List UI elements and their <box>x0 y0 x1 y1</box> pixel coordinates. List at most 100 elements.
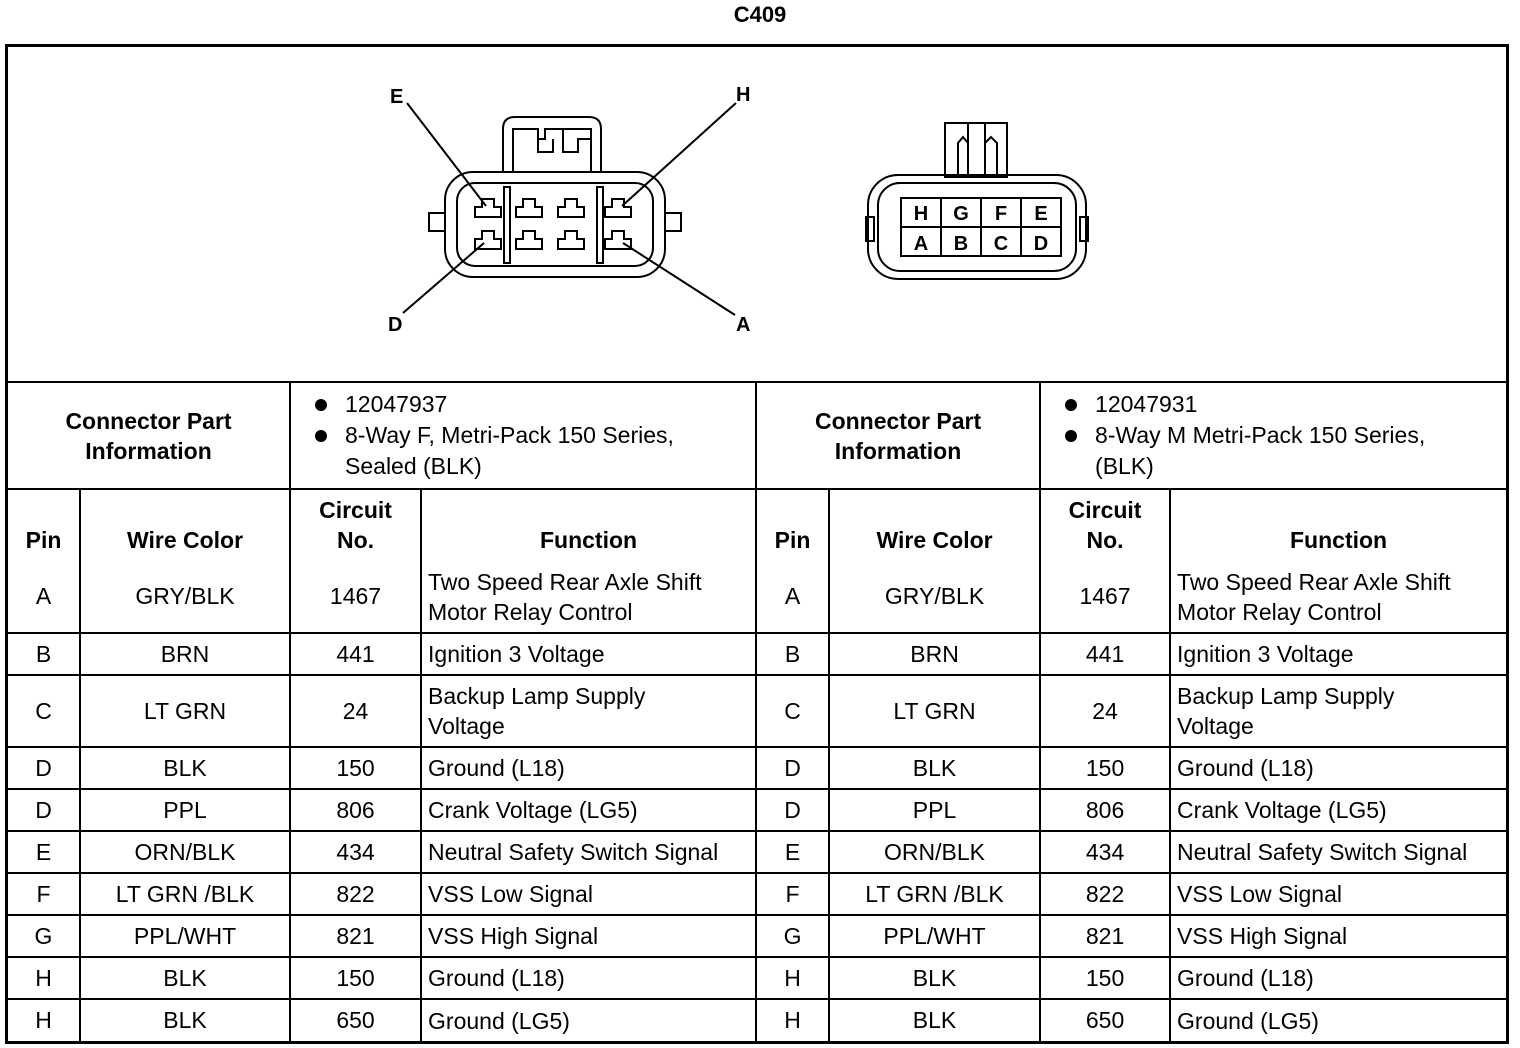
cell-wire-color: PPL/WHT <box>828 914 1042 958</box>
cell-wire-color: BLK <box>828 998 1042 1041</box>
right-connector-drawing <box>865 122 1089 280</box>
cell-pin: G <box>8 914 81 958</box>
pinout-table: Connector Part Information 12047937 8-Wa… <box>8 383 1507 1041</box>
cell-pin: B <box>755 632 831 676</box>
header-function: Function <box>1169 488 1507 561</box>
connector-frame: E H D A <box>5 44 1509 1044</box>
header-pin: Pin <box>8 488 81 561</box>
cell-pin: D <box>8 788 81 832</box>
cell-wire-color: BLK <box>828 956 1042 1000</box>
cell-wire-color: BRN <box>78 632 292 676</box>
pin-label-h: H <box>914 203 928 225</box>
cell-function: Crank Voltage (LG5) <box>1169 788 1507 832</box>
cell-function: VSS High Signal <box>420 914 758 958</box>
cell-pin: D <box>755 788 831 832</box>
cell-wire-color: BLK <box>78 956 292 1000</box>
cell-circuit: 434 <box>1039 830 1172 874</box>
header-wire-color: Wire Color <box>78 488 292 561</box>
cell-function: Ground (LG5) <box>420 998 758 1041</box>
callout-top-right: H <box>736 84 750 106</box>
part-number-right: 12047931 <box>1047 389 1500 420</box>
cell-pin: H <box>8 998 81 1041</box>
part-desc-right: 8-Way M Metri-Pack 150 Series,(BLK) <box>1047 420 1500 482</box>
cell-wire-color: GRY/BLK <box>78 561 292 634</box>
cell-function: Crank Voltage (LG5) <box>420 788 758 832</box>
cell-wire-color: LT GRN <box>78 674 292 748</box>
cell-pin: C <box>755 674 831 748</box>
cell-pin: H <box>8 956 81 1000</box>
pin-label-c: C <box>994 233 1008 255</box>
header-pin: Pin <box>755 488 831 561</box>
cell-function: Ground (L18) <box>1169 956 1507 1000</box>
cell-pin: G <box>755 914 831 958</box>
cell-wire-color: PPL <box>828 788 1042 832</box>
cell-wire-color: LT GRN /BLK <box>828 872 1042 916</box>
part-number-left: 12047937 <box>297 389 749 420</box>
pin-label-f: F <box>995 203 1007 225</box>
cell-function: VSS Low Signal <box>420 872 758 916</box>
cell-wire-color: PPL <box>78 788 292 832</box>
cell-circuit: 150 <box>1039 746 1172 790</box>
connector-info-left: 12047937 8-Way F, Metri-Pack 150 Series,… <box>289 383 758 490</box>
cell-wire-color: PPL/WHT <box>78 914 292 958</box>
cell-pin: H <box>755 998 831 1041</box>
pin-label-d: D <box>1034 233 1048 255</box>
cell-pin: E <box>8 830 81 874</box>
cell-pin: B <box>8 632 81 676</box>
cell-function: Ignition 3 Voltage <box>420 632 758 676</box>
cell-function: Ground (L18) <box>420 746 758 790</box>
cell-pin: C <box>8 674 81 748</box>
cell-circuit: 806 <box>289 788 423 832</box>
cell-function: Neutral Safety Switch Signal <box>1169 830 1507 874</box>
left-connector-drawing <box>402 102 737 316</box>
cell-wire-color: BRN <box>828 632 1042 676</box>
cell-circuit: 441 <box>1039 632 1172 676</box>
callout-bottom-left: D <box>388 314 402 336</box>
cell-function: Ignition 3 Voltage <box>1169 632 1507 676</box>
cell-pin: A <box>8 561 81 634</box>
cell-circuit: 150 <box>1039 956 1172 1000</box>
connector-info-right: 12047931 8-Way M Metri-Pack 150 Series,(… <box>1039 383 1507 490</box>
cell-wire-color: LT GRN <box>828 674 1042 748</box>
cell-function: Neutral Safety Switch Signal <box>420 830 758 874</box>
cell-circuit: 822 <box>289 872 423 916</box>
connector-diagram: E H D A <box>8 47 1506 383</box>
cell-wire-color: GRY/BLK <box>828 561 1042 634</box>
cell-circuit: 150 <box>289 746 423 790</box>
cell-function: Ground (L18) <box>420 956 758 1000</box>
cell-circuit: 24 <box>289 674 423 748</box>
cell-wire-color: BLK <box>78 998 292 1041</box>
cell-circuit: 441 <box>289 632 423 676</box>
cell-circuit: 24 <box>1039 674 1172 748</box>
cell-wire-color: ORN/BLK <box>78 830 292 874</box>
cell-pin: F <box>755 872 831 916</box>
cell-pin: D <box>8 746 81 790</box>
callout-top-left: E <box>390 86 403 108</box>
cell-circuit: 650 <box>289 998 423 1041</box>
cell-circuit: 822 <box>1039 872 1172 916</box>
connector-info-row: Connector Part Information 12047937 8-Wa… <box>8 383 1507 490</box>
cell-pin: E <box>755 830 831 874</box>
connector-info-label-left: Connector Part Information <box>8 383 292 490</box>
cell-function: Ground (LG5) <box>1169 998 1507 1041</box>
cell-pin: D <box>755 746 831 790</box>
connector-info-label-right: Connector Part Information <box>755 383 1042 490</box>
cell-circuit: 1467 <box>289 561 423 634</box>
cell-wire-color: ORN/BLK <box>828 830 1042 874</box>
cell-function: VSS High Signal <box>1169 914 1507 958</box>
cell-circuit: 821 <box>289 914 423 958</box>
cell-circuit: 650 <box>1039 998 1172 1041</box>
connector-drawings: E H D A <box>388 84 1089 336</box>
